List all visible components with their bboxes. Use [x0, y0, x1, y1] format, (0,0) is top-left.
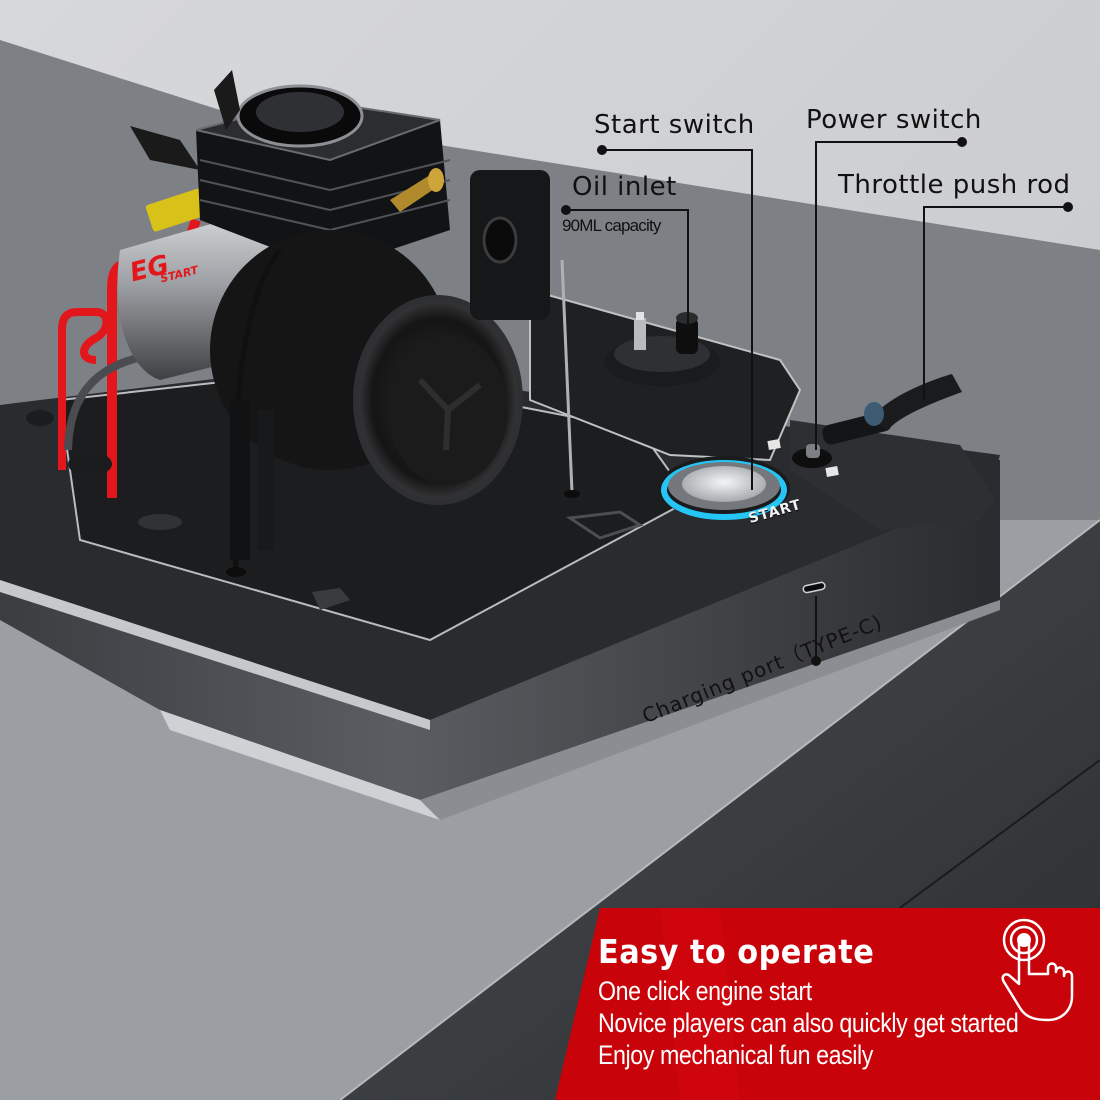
tap-hand-icon	[1001, 918, 1074, 1022]
banner-line-2: Novice players can also quickly get star…	[598, 1008, 1019, 1038]
throttle-push-rod-label: Throttle push rod	[838, 170, 1071, 200]
start-switch-label: Start switch	[594, 110, 755, 140]
oil-capacity-label: 90ML capacity	[562, 216, 661, 235]
banner-line-1: One click engine start	[598, 976, 812, 1006]
feature-banner: Easy to operate One click engine start N…	[598, 932, 1087, 1071]
start-switch-dot	[597, 145, 607, 155]
oil-inlet-label: Oil inlet	[572, 172, 677, 202]
banner-line-3: Enjoy mechanical fun easily	[598, 1040, 873, 1070]
banner-title: Easy to operate	[598, 932, 875, 971]
power-switch-label: Power switch	[806, 105, 982, 135]
